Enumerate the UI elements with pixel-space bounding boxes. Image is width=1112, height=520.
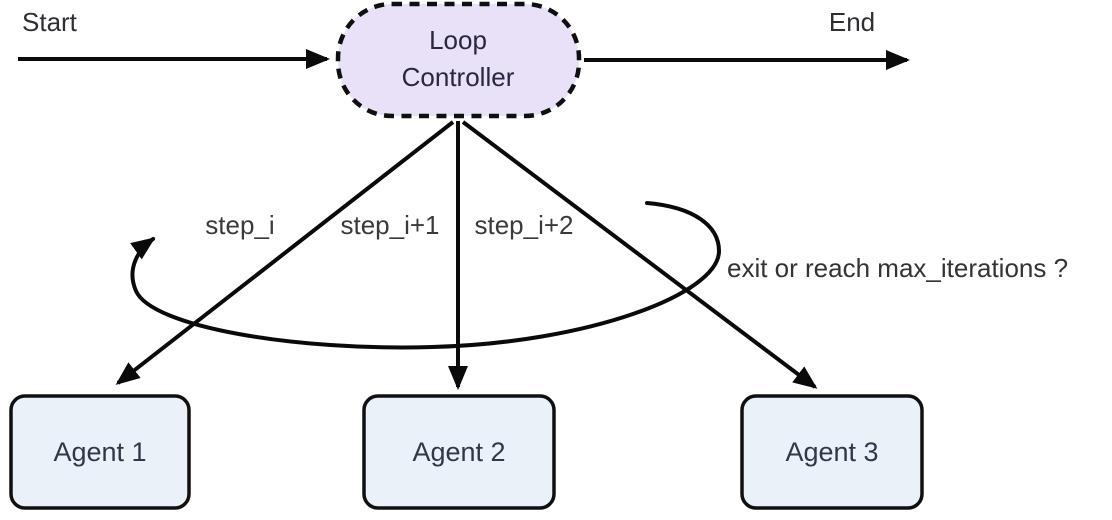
loop-controller-node — [335, 1, 582, 119]
controller-to-agent1-arrow — [115, 120, 455, 385]
agent-3-node — [740, 394, 924, 510]
edge-label-step-i1: step_i+1 — [340, 210, 439, 240]
iteration-loop-arrow — [130, 201, 722, 350]
loop-controller-label-line2: Controller — [402, 62, 515, 92]
loop-condition-label: exit or reach max_iterations ? — [727, 253, 1068, 283]
end-label: End — [829, 7, 875, 37]
start-label: Start — [22, 7, 78, 37]
agent-2-node — [362, 394, 556, 510]
edge-label-step-i: step_i — [205, 210, 274, 240]
loop-controller-label-line1: Loop — [429, 25, 487, 55]
agent-3-label: Agent 3 — [785, 437, 878, 467]
agent-2-label: Agent 2 — [412, 437, 505, 467]
agent-1-node — [9, 394, 191, 510]
edge-label-step-i2: step_i+2 — [474, 210, 573, 240]
controller-to-agent3-arrow — [461, 120, 818, 389]
agent-1-label: Agent 1 — [53, 437, 146, 467]
